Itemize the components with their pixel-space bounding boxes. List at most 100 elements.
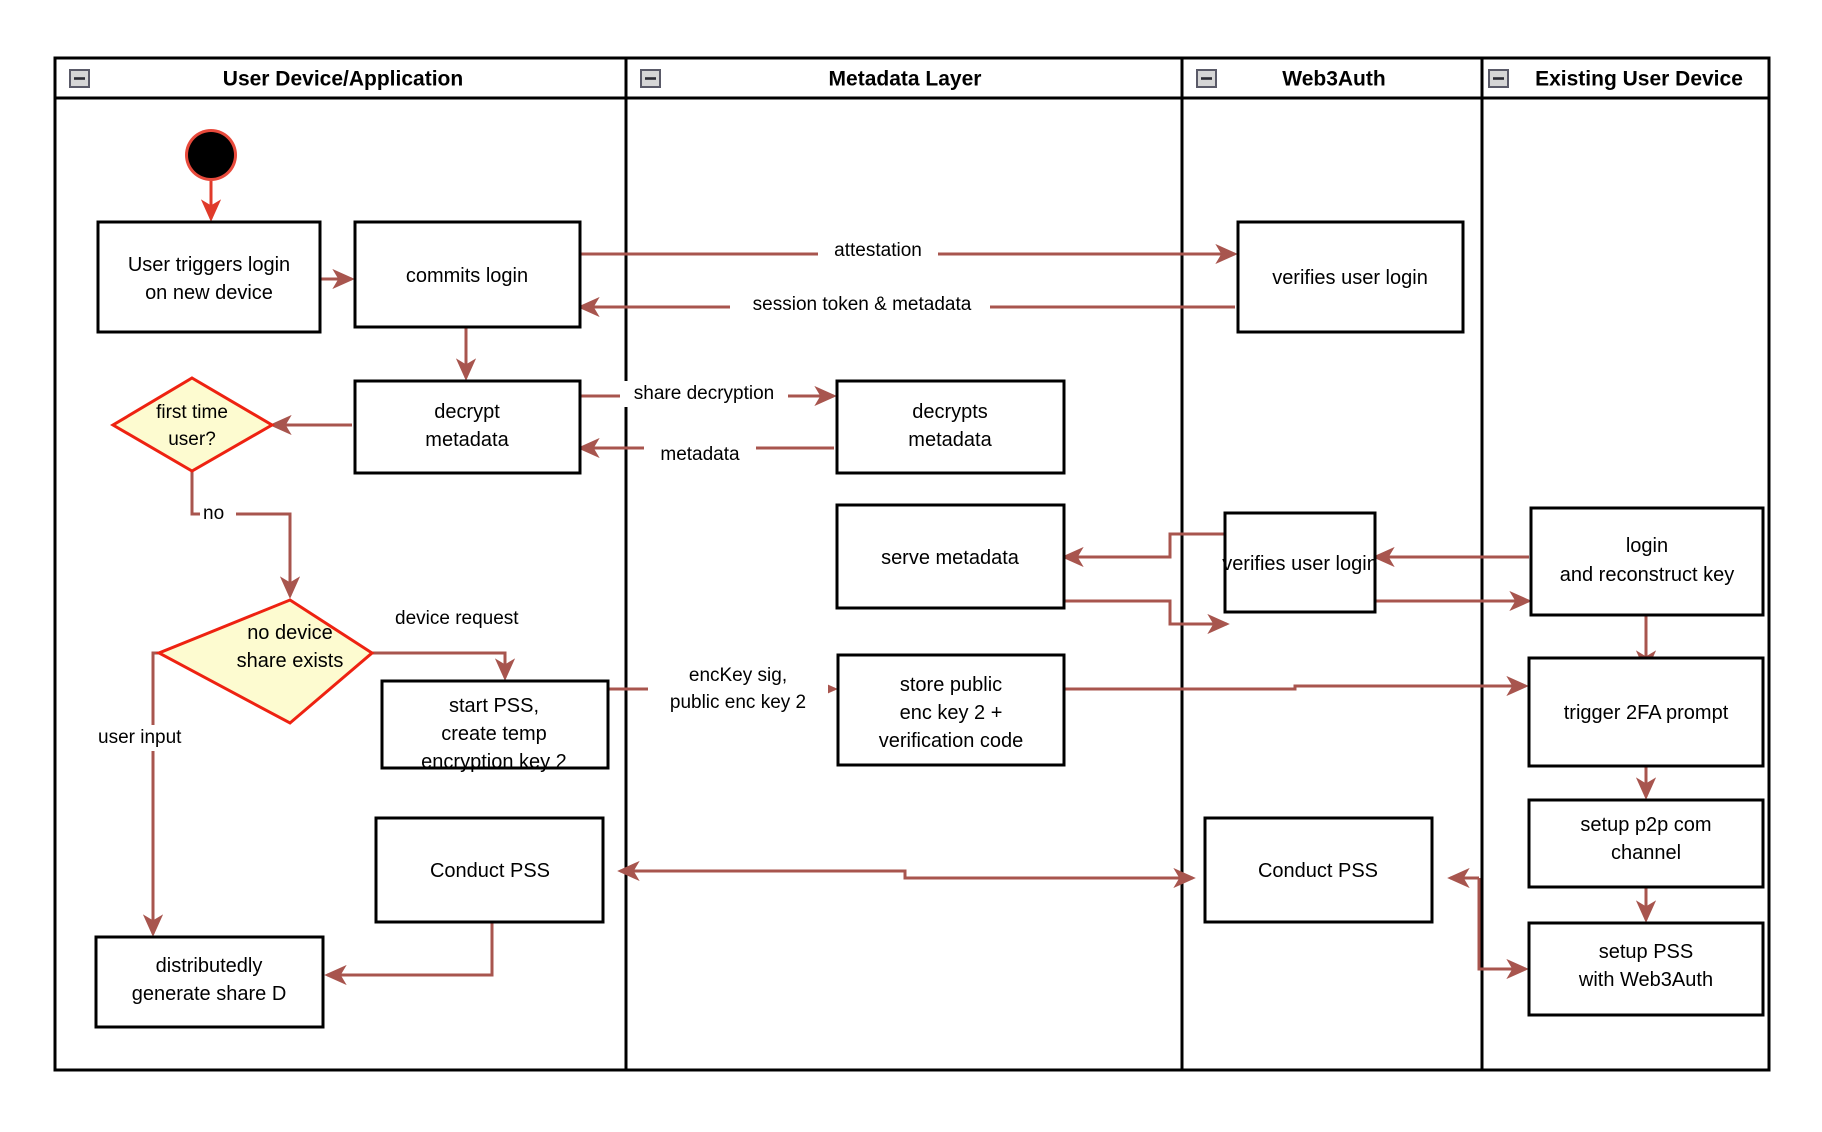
node-conduct-pss-user[interactable]: Conduct PSS [374,816,605,924]
edge-label-attestation: attestation [818,238,938,264]
lane-header-metadata-layer[interactable]: Metadata Layer [640,68,982,91]
node-box[interactable] [835,503,1066,610]
label-backdrop [730,292,990,318]
edge-label-text: metadata [660,444,740,465]
node-label-line-2: enc key 2 + [900,702,1003,724]
node-box[interactable] [1223,511,1377,614]
node-label-line-1: trigger 2FA prompt [1564,702,1729,724]
node-box[interactable] [94,935,325,1029]
edge-branch-to-setup-pss-with-web3auth [1477,878,1529,980]
edge-label-text-line-1: encKey sig, [689,665,787,686]
node-label-line-3: verification code [879,730,1024,752]
node-label-line-1: commits login [406,265,528,287]
edge-label-user-input: user input [95,725,203,751]
node-box[interactable] [96,220,322,334]
node-box[interactable] [353,379,582,475]
node-serve-metadata[interactable]: serve metadata [835,503,1066,610]
edge-label-session-token-metadata: session token & metadata [730,292,990,318]
node-box[interactable] [374,816,605,924]
edge-no-branch [190,470,301,599]
decision-diamond[interactable] [110,376,275,473]
node-label-line-2: with Web3Auth [1578,969,1713,991]
label-backdrop [818,238,938,264]
edge-label-text: attestation [834,240,922,261]
node-verifies-user-login-1[interactable]: verifies user login [1236,220,1465,334]
lane-title-metadata-layer: Metadata Layer [829,68,982,91]
start-node-fill [188,132,234,178]
node-decrypts-metadata[interactable]: decrypts metadata [835,379,1066,475]
node-label-line-1: Conduct PSS [430,860,550,882]
node-label-line-2: and reconstruct key [1560,564,1735,586]
edge-label-device-request: device request [392,606,552,632]
node-box[interactable] [1527,798,1765,889]
node-first-time-user[interactable]: first time user? [110,376,275,473]
node-label-line-1: first time [156,402,228,423]
node-label-line-2: metadata [908,429,992,451]
edge-label-metadata: metadata [644,442,756,468]
node-no-device-share-exists[interactable]: no device share exists [155,598,375,725]
node-label-line-2: on new device [145,282,273,304]
node-box[interactable] [1527,921,1765,1017]
decision-diamond[interactable] [155,598,375,725]
node-verifies-user-login-2[interactable]: verifies user login [1222,511,1378,614]
node-start-pss-create-temp-key[interactable]: start PSS, create temp encryption key 2 [380,679,610,773]
edge-store-key-to-trigger-2fa [1064,675,1529,697]
node-label-line-1: verifies user login [1222,553,1378,575]
node-trigger-2fa-prompt[interactable]: trigger 2FA prompt [1527,656,1765,768]
node-label-line-2: generate share D [132,983,287,1005]
node-login-and-reconstruct-key[interactable]: login and reconstruct key [1529,506,1765,617]
node-box[interactable] [1203,816,1434,924]
node-label-line-1: setup PSS [1599,941,1694,963]
node-conduct-pss-web3auth[interactable]: Conduct PSS [1203,816,1434,924]
node-decrypt-metadata[interactable]: decrypt metadata [353,379,582,475]
node-box[interactable] [1527,656,1765,768]
node-box[interactable] [353,220,582,329]
node-commits-login[interactable]: commits login [353,220,582,329]
edge-label-text: no [203,503,224,524]
node-box[interactable] [380,679,610,770]
lane-header-web3auth[interactable]: Web3Auth [1196,68,1386,91]
node-user-triggers-login[interactable]: User triggers login on new device [96,220,322,334]
edge-label-text-line-2: public enc key 2 [670,692,806,713]
node-label-line-2: share exists [237,650,344,672]
edge-label-text: user input [98,727,182,748]
node-label-line-1: distributedly [156,955,263,977]
label-backdrop [648,662,828,714]
node-setup-p2p-com-channel[interactable]: setup p2p com channel [1527,798,1765,889]
lane-header-user-device[interactable]: User Device/Application [69,68,463,91]
node-box[interactable] [1236,220,1465,334]
edge-conduct-pss-to-generate-share-d [324,922,494,986]
node-box[interactable] [1529,506,1765,617]
label-backdrop [392,606,552,632]
node-label-line-1: serve metadata [881,547,1020,569]
node-box[interactable] [835,379,1066,475]
lane-title-user-device: User Device/Application [223,68,463,91]
node-label-line-1: decrypts [912,401,988,423]
edge-label-no: no [200,501,236,527]
label-backdrop [95,725,203,751]
node-label-line-2: create temp [441,723,547,745]
node-setup-pss-with-web3auth[interactable]: setup PSS with Web3Auth [1527,921,1765,1017]
node-box[interactable] [836,653,1066,767]
node-label-line-1: login [1626,535,1668,557]
node-label-line-2: user? [168,429,216,450]
label-backdrop [620,381,788,407]
node-label-line-1: store public [900,674,1002,696]
node-label-line-2: channel [1611,842,1681,864]
edge-label-text: share decryption [634,383,774,404]
node-distributedly-generate-share-d[interactable]: distributedly generate share D [94,935,325,1029]
edge-device-request [372,651,516,681]
node-label-line-1: setup p2p com [1580,814,1711,836]
lane-title-web3auth: Web3Auth [1282,68,1385,91]
node-label-line-2: metadata [425,429,509,451]
node-label-line-1: verifies user login [1272,267,1428,289]
lane-title-existing-user-device: Existing User Device [1535,68,1743,91]
lane-header-existing-user-device[interactable]: Existing User Device [1488,68,1743,91]
node-start[interactable] [185,129,237,181]
node-label-line-1: Conduct PSS [1258,860,1378,882]
label-backdrop [200,501,236,527]
node-store-public-enc-key[interactable]: store public enc key 2 + verification co… [836,653,1066,767]
node-label-line-1: decrypt [434,401,500,423]
node-label-line-1: start PSS, [449,695,539,717]
